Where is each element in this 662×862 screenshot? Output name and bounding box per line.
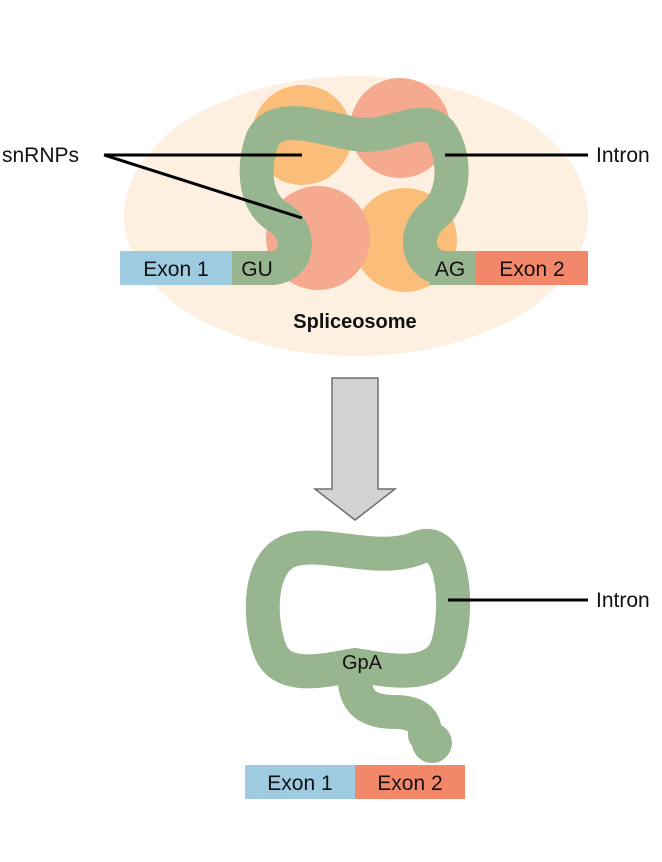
gu-site [232,251,272,285]
exon2-bottom [355,765,465,799]
snrnps-pointer [103,153,303,220]
ag-label: AG [435,258,465,281]
intron-strand-top [233,106,487,285]
intron-lariat-tail-end [412,723,452,763]
intron-bottom-label: Intron [596,589,650,612]
snrnps-label: snRNPs [2,144,79,167]
exon2-top [476,251,588,285]
gpa-label: GpA [342,652,383,674]
exon1-bottom-label: Exon 1 [267,772,332,795]
exon1-top [120,251,232,285]
intron-top-label: Intron [596,144,650,167]
gu-label: GU [241,258,273,281]
exon2-top-label: Exon 2 [499,258,564,281]
ag-site [430,251,476,285]
exon2-bottom-label: Exon 2 [377,772,442,795]
exon1-bottom [245,765,355,799]
intron-lariat-loop [245,529,471,689]
exon1-top-label: Exon 1 [143,258,208,281]
spliceosome-label: Spliceosome [293,311,416,333]
down-arrow [312,377,398,521]
